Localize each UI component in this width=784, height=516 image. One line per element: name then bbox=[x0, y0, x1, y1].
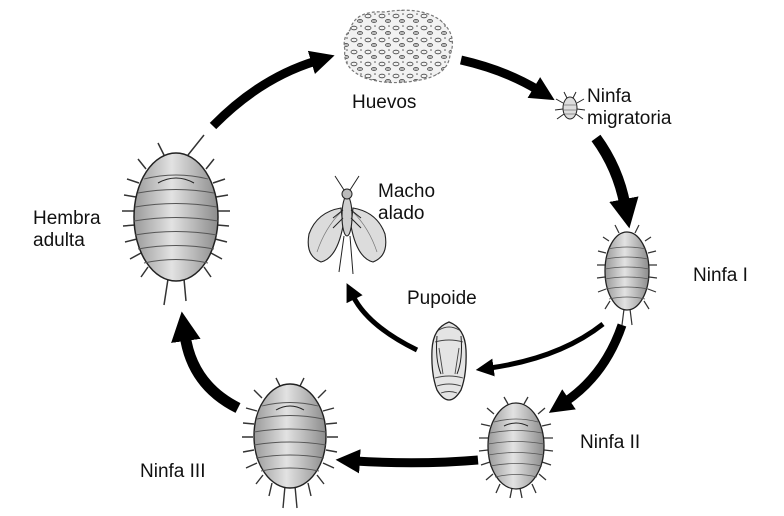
label-adult-female-line1: Hembra bbox=[33, 208, 101, 230]
label-pupoid: Pupoide bbox=[407, 288, 477, 310]
label-nymph-1: Ninfa I bbox=[693, 265, 748, 287]
nymph-2-icon bbox=[479, 397, 553, 498]
arrow-n1-to-pupoid bbox=[490, 324, 603, 368]
egg-cluster-icon bbox=[344, 10, 452, 82]
label-nymph-2: Ninfa II bbox=[580, 432, 640, 454]
label-winged-male: Macho alado bbox=[378, 181, 435, 225]
label-adult-female: Hembra adulta bbox=[33, 208, 101, 252]
pupoid-icon bbox=[432, 322, 466, 400]
label-winged-male-line2: alado bbox=[378, 203, 435, 225]
label-migratory-nymph-line1: Ninfa bbox=[587, 86, 671, 108]
winged-male-icon bbox=[308, 176, 386, 274]
cycle-arrows bbox=[185, 60, 625, 463]
arrow-n1-to-n2 bbox=[565, 325, 622, 402]
label-winged-male-line1: Macho bbox=[378, 181, 435, 203]
arrow-n2-to-n3 bbox=[355, 460, 478, 463]
arrow-migratory-to-n1 bbox=[596, 138, 625, 205]
arrow-eggs-to-migratory bbox=[461, 60, 538, 90]
label-migratory-nymph-line2: migratoria bbox=[587, 108, 671, 130]
arrow-adult-to-eggs bbox=[213, 61, 316, 126]
migratory-nymph-icon bbox=[555, 92, 585, 119]
adult-female-icon bbox=[122, 135, 230, 305]
label-eggs: Huevos bbox=[352, 92, 416, 114]
label-nymph-3: Ninfa III bbox=[140, 461, 205, 483]
arrow-n3-to-adult bbox=[185, 335, 238, 408]
nymph-3-icon bbox=[242, 378, 338, 508]
nymph-1-icon bbox=[597, 225, 657, 325]
label-adult-female-line2: adulta bbox=[33, 230, 101, 252]
label-migratory-nymph: Ninfa migratoria bbox=[587, 86, 671, 130]
